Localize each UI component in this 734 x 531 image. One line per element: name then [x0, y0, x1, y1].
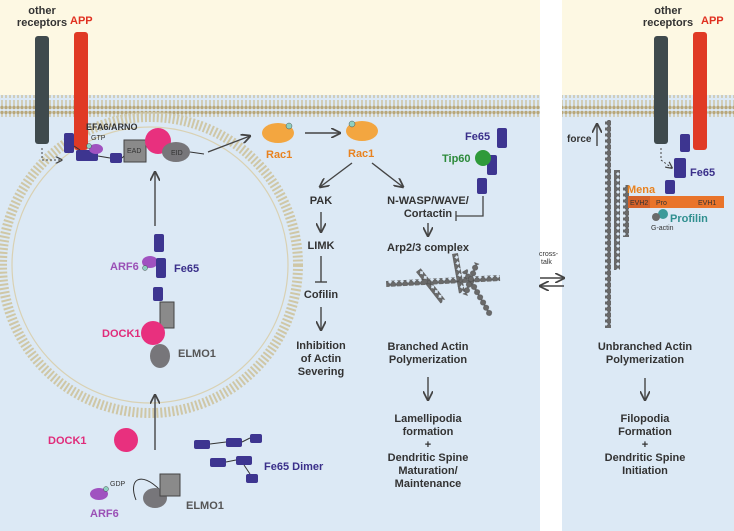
- force-label: force: [567, 134, 592, 145]
- gtp-bead-mid: [142, 265, 148, 271]
- eid-mid: [150, 344, 170, 368]
- branched-actin-network: [386, 252, 501, 318]
- app-label-left: APP: [70, 15, 93, 27]
- app-label-right: APP: [701, 15, 724, 27]
- ww-tip60: [477, 178, 487, 194]
- fe65-dimer-complex: [194, 434, 262, 483]
- cofilin-label: Cofilin: [304, 289, 338, 301]
- ead-box-top: [123, 139, 147, 163]
- gtp-bead-top: [86, 143, 92, 149]
- dock1-low: [114, 428, 138, 452]
- rac1-bead-a: [285, 122, 293, 130]
- rac1-label-b: Rac1: [348, 148, 374, 160]
- rac1-inactive: [262, 123, 294, 143]
- ww-domain: [110, 153, 122, 163]
- arf6-label-low: ARF6: [90, 508, 119, 520]
- ptb1-right: [674, 158, 686, 178]
- evh1-label: EVH1: [698, 200, 716, 207]
- cross-talk-label: cross-talk: [539, 251, 559, 266]
- profilin-sphere: [658, 209, 668, 219]
- rac1-bead-b: [348, 120, 356, 128]
- elmo1-label-mid: ELMO1: [178, 348, 216, 360]
- actin-filament-3: [623, 185, 629, 237]
- gtp-label-top: GTP: [91, 135, 106, 142]
- other-receptor-left: [35, 36, 49, 144]
- evh2-label: EVH2: [630, 200, 648, 207]
- ead-label-top: EAD: [127, 148, 141, 155]
- other-receptor-right: [654, 36, 668, 144]
- endosome-membrane: [0, 112, 303, 418]
- pro-label: Pro: [656, 200, 667, 207]
- gdp-bead: [103, 486, 109, 492]
- ptb2-domain: [64, 133, 74, 153]
- arf6-gtp-top: [89, 144, 103, 154]
- dotted-link: [41, 148, 62, 160]
- mena-bar: [628, 196, 724, 208]
- fe65-label-mid: Fe65: [174, 263, 199, 275]
- elmo1-tail-low: [133, 478, 161, 501]
- eid-top: [162, 142, 190, 162]
- arf6-low: [90, 488, 108, 500]
- arp-label: Arp2/3 complex: [387, 242, 470, 254]
- limk-label: LIMK: [308, 240, 335, 252]
- actin-filament-1: [605, 120, 611, 328]
- eid-label-top: EID: [171, 150, 183, 157]
- ptb2-mid: [154, 234, 164, 252]
- mena-label: Mena: [627, 184, 656, 196]
- dock1-label-mid: DOCK1: [102, 328, 141, 340]
- dock1-label-low: DOCK1: [48, 435, 87, 447]
- dotted-link-right: [660, 148, 672, 168]
- ead-box-mid: [159, 301, 175, 329]
- rac1-label-a: Rac1: [266, 149, 292, 161]
- dock1-mid: [141, 321, 165, 345]
- ptb1-mid: [156, 258, 166, 278]
- gactin-label: G-actin: [651, 225, 674, 232]
- app-receptor-left: [74, 32, 88, 150]
- ww-right: [665, 180, 675, 194]
- elmo1-label-low: ELMO1: [186, 500, 224, 512]
- efa6-arno-label: EFA6/ARNO: [86, 122, 138, 132]
- profilin-label: Profilin: [670, 213, 708, 225]
- tip60-label: Tip60: [442, 153, 471, 165]
- ww-mid: [153, 287, 163, 301]
- app-receptor-right: [693, 32, 707, 150]
- evh2-segment: [628, 196, 650, 208]
- nwasp-label: N-WASP/WAVE/Cortactin: [387, 195, 469, 220]
- fe65-membrane-complex: [64, 133, 127, 163]
- fe65-inhibits-path: [456, 196, 484, 217]
- gdp-label: GDP: [110, 481, 126, 488]
- arf6-label-mid: ARF6: [110, 261, 139, 273]
- tip60-sphere: [475, 150, 491, 166]
- arf6-mid: [142, 256, 158, 268]
- plasma-membrane-right: [562, 95, 734, 117]
- fe65-label-tip60: Fe65: [465, 131, 490, 143]
- extracellular-left: [0, 0, 540, 95]
- actin-filament-2: [614, 170, 620, 270]
- plasma-membrane-left: [0, 95, 540, 117]
- fe65-label-right: Fe65: [690, 167, 715, 179]
- fe65-dimer-label: Fe65 Dimer: [264, 461, 324, 473]
- gactin-sphere: [652, 213, 660, 221]
- ead-box-low: [159, 473, 181, 497]
- endosome-membrane-inner: [11, 126, 289, 404]
- ptb2-right: [680, 134, 690, 152]
- pak-label: PAK: [310, 195, 332, 207]
- ptb2-tip60: [497, 128, 507, 148]
